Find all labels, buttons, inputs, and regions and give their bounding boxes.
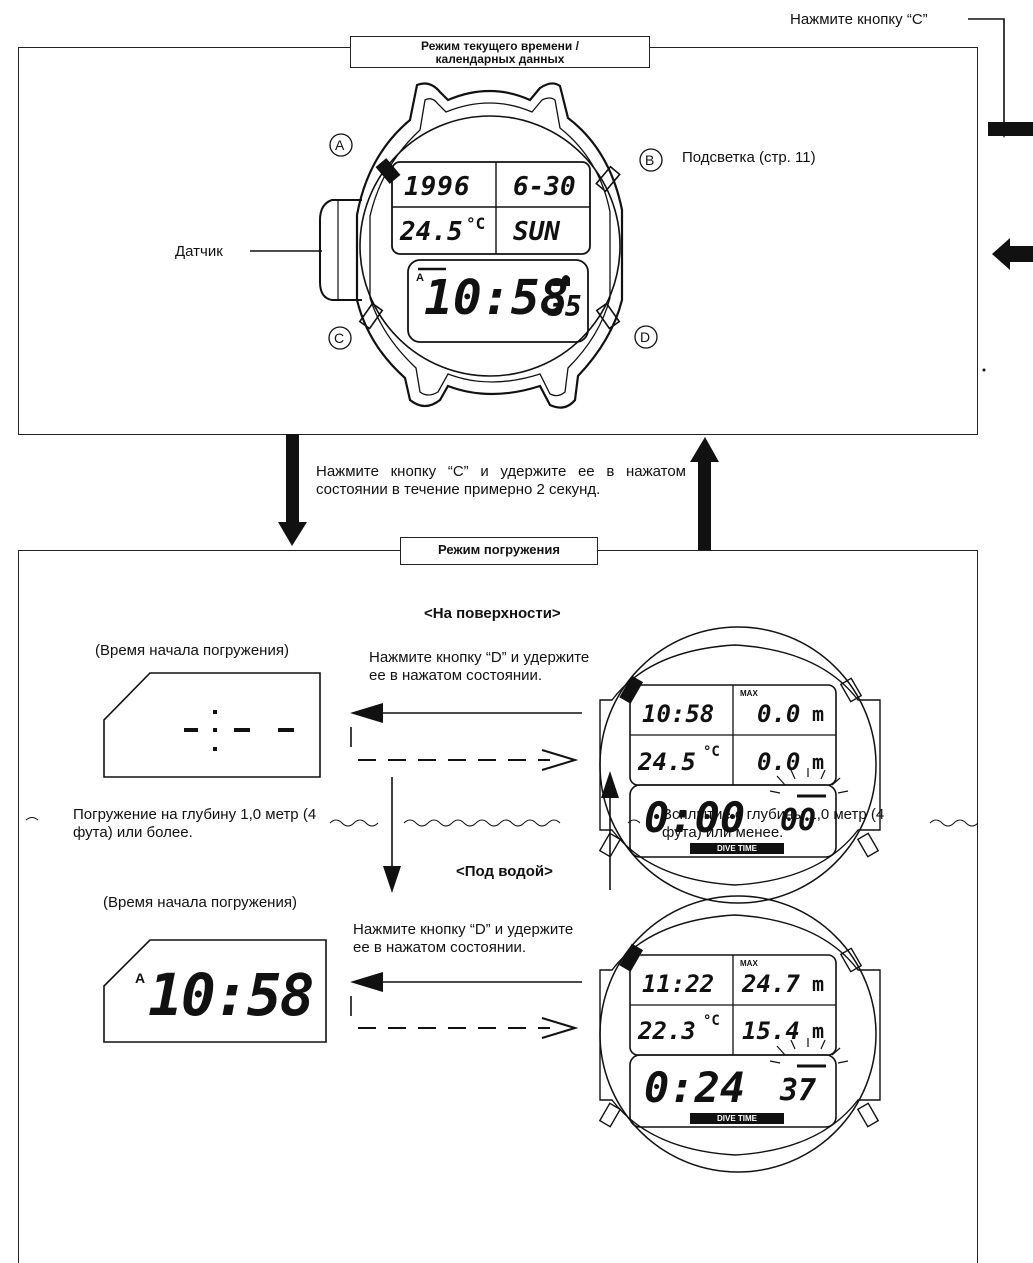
- surface-watch-dive-time: 0:00: [644, 793, 746, 842]
- lcd-time: 10:58: [424, 270, 569, 326]
- lcd-weekday: SUN: [513, 217, 560, 247]
- lcd-am-indicator: A: [416, 272, 424, 284]
- underwater-small-am: A: [135, 970, 146, 986]
- underwater-heading: <Под водой>: [456, 863, 553, 880]
- timekeeping-mode-title: Режим текущего времени / календарных дан…: [350, 36, 650, 68]
- underwater-watch-dive-time: 0:24: [644, 1063, 746, 1112]
- underwater-small-time: 10:58: [148, 961, 315, 1029]
- lcd-date: 6-30: [513, 172, 576, 202]
- surface-watch-max-depth-unit: m: [812, 702, 825, 726]
- lcd-temp-unit: °C: [466, 214, 486, 233]
- transition-instruction: Нажмите кнопку “C” и удержите ее в нажат…: [316, 463, 686, 498]
- surface-watch-temp-unit: °C: [703, 744, 720, 760]
- lcd-temp: 24.5: [400, 217, 463, 247]
- ascend-instruction: Всплытие с глубины 1,0 метр (4 фута) или…: [662, 806, 885, 841]
- underwater-watch-depth: 15.4: [742, 1017, 800, 1045]
- descend-instruction: Погружение на глубину 1,0 метр (4 фута) …: [73, 806, 317, 841]
- lcd-year: 1996: [404, 172, 471, 202]
- surface-watch-max-label: MAX: [740, 689, 758, 698]
- underwater-watch-dive-time-label: DIVE TIME: [716, 1114, 757, 1123]
- surface-heading: <На поверхности>: [424, 605, 561, 622]
- button-b-label: B: [645, 152, 655, 168]
- underwater-watch-temp: 22.3: [638, 1017, 696, 1045]
- underwater-watch-temp-unit: °C: [703, 1013, 720, 1029]
- surface-watch-depth: 0.0: [757, 748, 801, 776]
- sensor-label: Датчик: [175, 243, 223, 260]
- lcd-seconds: 35: [548, 290, 582, 323]
- surface-watch-temp: 24.5: [638, 748, 696, 776]
- dive-start-label-underwater: (Время начала погружения): [103, 894, 297, 911]
- underwater-watch-depth-unit: m: [812, 1019, 825, 1043]
- dive-mode-title: Режим погружения: [400, 537, 598, 565]
- button-d-label: D: [640, 329, 651, 345]
- surface-watch-max-depth: 0.0: [757, 700, 801, 728]
- press-d-instruction-surface: Нажмите кнопку “D” и удержите ее в нажат…: [369, 649, 590, 684]
- button-a-label: A: [335, 137, 345, 153]
- surface-watch-dive-time-label: DIVE TIME: [716, 844, 757, 853]
- dive-start-label-surface: (Время начала погружения): [95, 642, 289, 659]
- surface-watch-depth-unit: m: [812, 750, 825, 774]
- backlight-label: Подсветка (стр. 11): [682, 149, 816, 166]
- surface-watch-time: 10:58: [642, 700, 715, 728]
- press-d-instruction-underwater: Нажмите кнопку “D” и удержите ее в нажат…: [353, 921, 574, 956]
- underwater-watch-max-depth: 24.7: [742, 970, 800, 998]
- underwater-watch-time: 11:22: [642, 970, 715, 998]
- timekeeping-mode-panel: [18, 47, 978, 435]
- underwater-watch-max-label: MAX: [740, 959, 758, 968]
- underwater-watch-dive-time-sec: 37: [780, 1073, 817, 1108]
- top-press-c-label: Нажмите кнопку “C”: [790, 11, 928, 28]
- button-c-label: C: [334, 330, 345, 346]
- underwater-watch-max-depth-unit: m: [812, 972, 825, 996]
- surface-watch-dive-time-sec: 00: [780, 803, 817, 838]
